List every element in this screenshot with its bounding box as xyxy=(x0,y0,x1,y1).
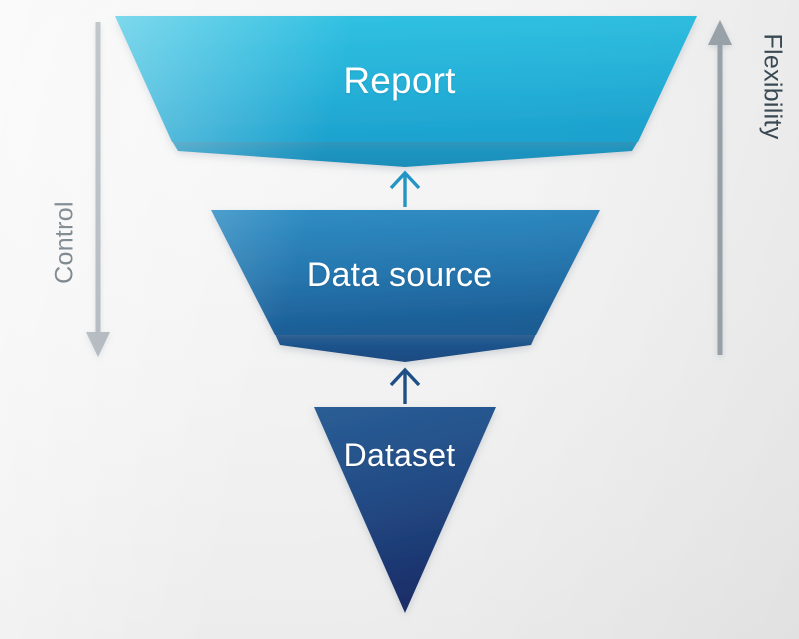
stage-label-dataset: Dataset xyxy=(343,437,456,473)
data-source-fold-shape xyxy=(275,334,536,362)
funnel-stage-dataset[interactable] xyxy=(314,407,496,613)
funnel-stage-data-source[interactable] xyxy=(211,210,600,362)
axis-label-flexibility: Flexibility xyxy=(758,33,787,140)
connector-data-source-to-report xyxy=(389,170,421,207)
axis-label-control: Control xyxy=(50,201,79,284)
connector-dataset-to-data-source xyxy=(389,367,421,404)
dataset-body-shape xyxy=(314,407,496,613)
report-body-shape xyxy=(115,16,697,142)
stage-label-report: Report xyxy=(343,60,456,101)
flexibility-axis-arrow xyxy=(708,20,732,355)
report-fold-shape xyxy=(172,141,638,167)
funnel-stage-report[interactable] xyxy=(115,16,697,167)
control-axis-arrow xyxy=(86,22,110,357)
stage-label-data-source: Data source xyxy=(306,256,493,294)
data-source-body-shape xyxy=(211,210,600,335)
